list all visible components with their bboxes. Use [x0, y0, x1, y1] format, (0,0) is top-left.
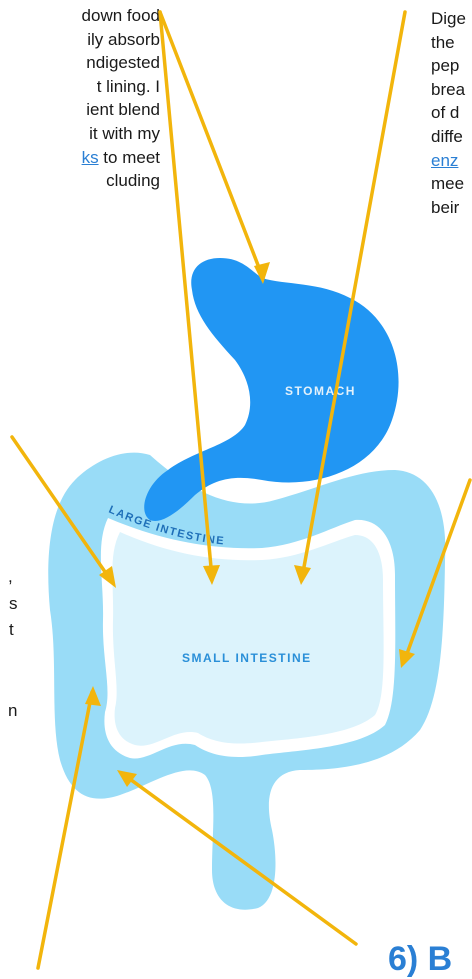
stomach-label: STOMACH: [285, 384, 356, 398]
section-heading: 6) B: [388, 940, 452, 979]
small-intestine-shape: [112, 532, 383, 746]
arrow-to-stomach: [160, 12, 263, 278]
small-intestine-label: SMALL INTESTINE: [182, 651, 312, 665]
